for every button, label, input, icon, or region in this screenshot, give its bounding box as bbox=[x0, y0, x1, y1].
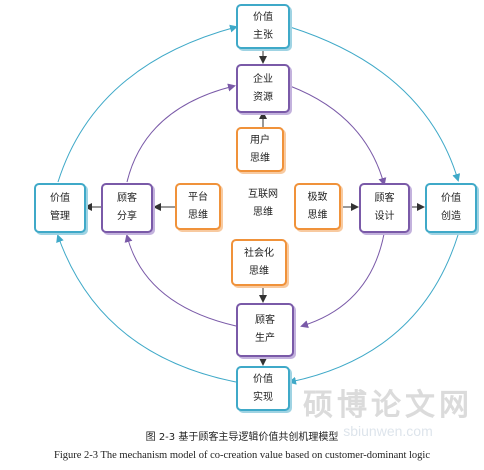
node-value-create: 价值创造 bbox=[425, 183, 477, 233]
inner-arc-bottom-right bbox=[300, 233, 385, 329]
inner-arc-top-left bbox=[126, 83, 236, 183]
outer-arc-top-right bbox=[289, 26, 461, 182]
node-platform-thinking: 平台思维 bbox=[175, 183, 221, 230]
node-value-realize: 价值实现 bbox=[236, 366, 290, 411]
node-customer-share: 顾客分享 bbox=[101, 183, 153, 233]
node-extreme-thinking: 极致思维 bbox=[294, 183, 341, 230]
figure-caption-chinese: 图 2-3 基于顾客主导逻辑价值共创机理模型 bbox=[145, 432, 339, 443]
node-social-thinking: 社会化思维 bbox=[231, 239, 287, 286]
outer-arc-top-left bbox=[57, 24, 238, 183]
center-internet-thinking: 互联网 思维 bbox=[248, 189, 278, 218]
node-user-thinking: 用户思维 bbox=[236, 127, 284, 172]
outer-arc-bottom-left bbox=[56, 234, 237, 383]
inner-arc-bottom-left bbox=[124, 234, 237, 327]
watermark: 硕博论文网 sbiunwen.com bbox=[303, 388, 473, 439]
node-value-manage: 价值管理 bbox=[34, 183, 86, 233]
node-customer-produce: 顾客生产 bbox=[236, 303, 294, 357]
outer-arc-bottom-right bbox=[288, 234, 459, 385]
figure-caption-english: Figure 2-3 The mechanism model of co-cre… bbox=[53, 450, 431, 461]
inner-arc-top-right bbox=[289, 85, 387, 186]
node-value-claim: 价值主张 bbox=[236, 4, 290, 49]
node-enterprise-resource: 企业资源 bbox=[236, 64, 290, 113]
node-customer-design: 顾客设计 bbox=[359, 183, 410, 233]
